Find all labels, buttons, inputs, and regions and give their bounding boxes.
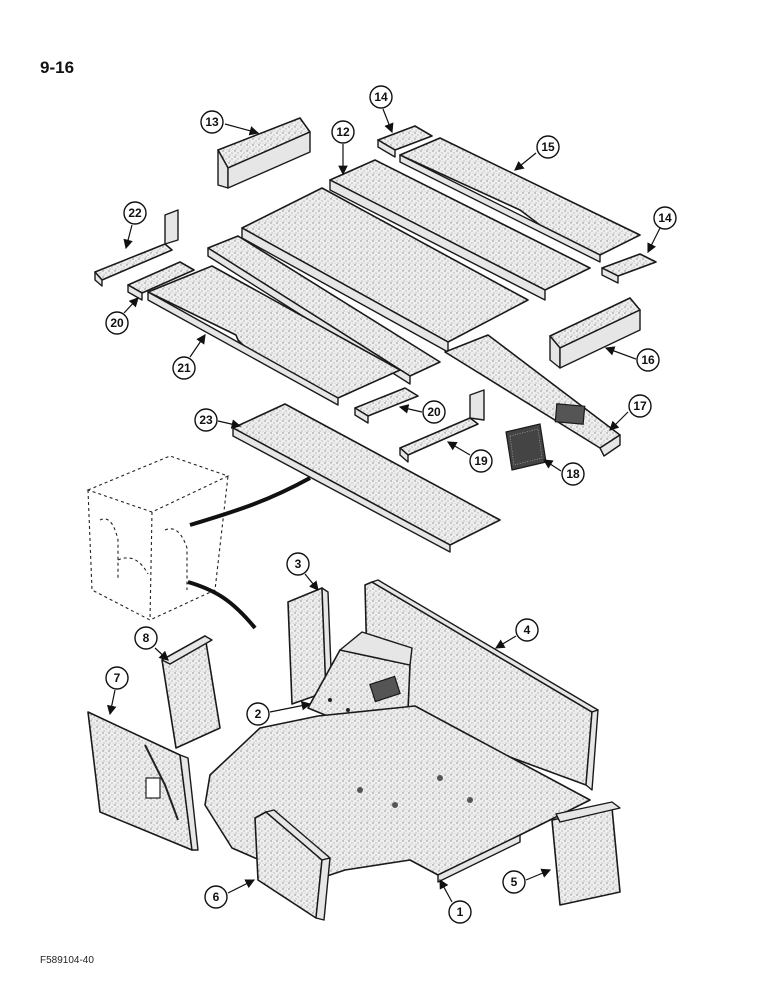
part-23-panel <box>232 403 501 553</box>
callout-4: 4 <box>494 618 539 649</box>
svg-text:20: 20 <box>427 405 441 419</box>
part-8-panel <box>161 635 221 749</box>
callout-19: 19 <box>446 441 493 473</box>
callout-17: 17 <box>609 394 652 431</box>
part-18-vent <box>505 423 547 471</box>
part-19-trim <box>399 389 485 463</box>
figure-code: F589104-40 <box>40 955 94 966</box>
svg-text:15: 15 <box>541 140 555 154</box>
part-4-back-wall <box>364 579 599 791</box>
part-21-panel <box>147 265 401 406</box>
callout-23: 23 <box>194 408 242 432</box>
part-5-panel <box>551 801 621 906</box>
callout-8: 8 <box>134 626 169 661</box>
part-13-panel <box>217 117 311 189</box>
callout-22: 22 <box>123 201 147 250</box>
callout-16: 16 <box>604 346 660 372</box>
svg-text:23: 23 <box>199 413 213 427</box>
callout-15: 15 <box>514 135 560 171</box>
callout-20-right: 20 <box>398 400 446 424</box>
svg-text:17: 17 <box>633 399 647 413</box>
svg-text:6: 6 <box>213 890 220 904</box>
part-20-left-pad <box>127 261 195 301</box>
svg-text:18: 18 <box>566 467 580 481</box>
svg-text:12: 12 <box>336 125 350 139</box>
part-12-strip <box>329 159 591 301</box>
part-6-panel <box>254 809 331 921</box>
cab-outline-reference <box>86 455 311 630</box>
svg-text:2: 2 <box>255 707 262 721</box>
callout-12: 12 <box>331 120 355 176</box>
callout-14-right: 14 <box>647 206 677 254</box>
svg-text:22: 22 <box>128 206 142 220</box>
part-7-door-panel <box>87 711 199 851</box>
callout-6: 6 <box>204 879 256 909</box>
svg-text:19: 19 <box>474 454 488 468</box>
callout-20-left: 20 <box>105 297 139 335</box>
svg-text:14: 14 <box>658 211 672 225</box>
svg-text:7: 7 <box>114 671 121 685</box>
callout-2: 2 <box>246 700 312 726</box>
callout-7: 7 <box>105 666 129 716</box>
part-14-right-pad <box>601 253 657 284</box>
callout-3: 3 <box>286 552 319 591</box>
svg-text:14: 14 <box>374 90 388 104</box>
callout-14-top: 14 <box>369 85 394 134</box>
svg-text:8: 8 <box>143 631 150 645</box>
part-22-trim <box>94 209 179 287</box>
svg-text:13: 13 <box>205 115 219 129</box>
part-17-rail <box>444 334 621 457</box>
svg-text:5: 5 <box>511 875 518 889</box>
callout-1: 1 <box>439 878 472 924</box>
part-15-panel <box>399 137 641 263</box>
svg-text:4: 4 <box>524 623 531 637</box>
part-14-top-pad <box>377 125 433 158</box>
callout-13: 13 <box>200 110 260 136</box>
svg-text:20: 20 <box>110 316 124 330</box>
svg-text:16: 16 <box>641 353 655 367</box>
page-number: 9-16 <box>40 58 75 77</box>
part-20-right-pad <box>354 387 419 424</box>
callout-18: 18 <box>542 459 585 486</box>
svg-text:3: 3 <box>295 557 302 571</box>
svg-text:1: 1 <box>457 905 464 919</box>
part-headliner-center <box>241 187 529 353</box>
part-16-panel <box>549 297 641 369</box>
callout-21: 21 <box>172 334 206 380</box>
callout-5: 5 <box>502 868 552 894</box>
svg-text:21: 21 <box>177 361 191 375</box>
